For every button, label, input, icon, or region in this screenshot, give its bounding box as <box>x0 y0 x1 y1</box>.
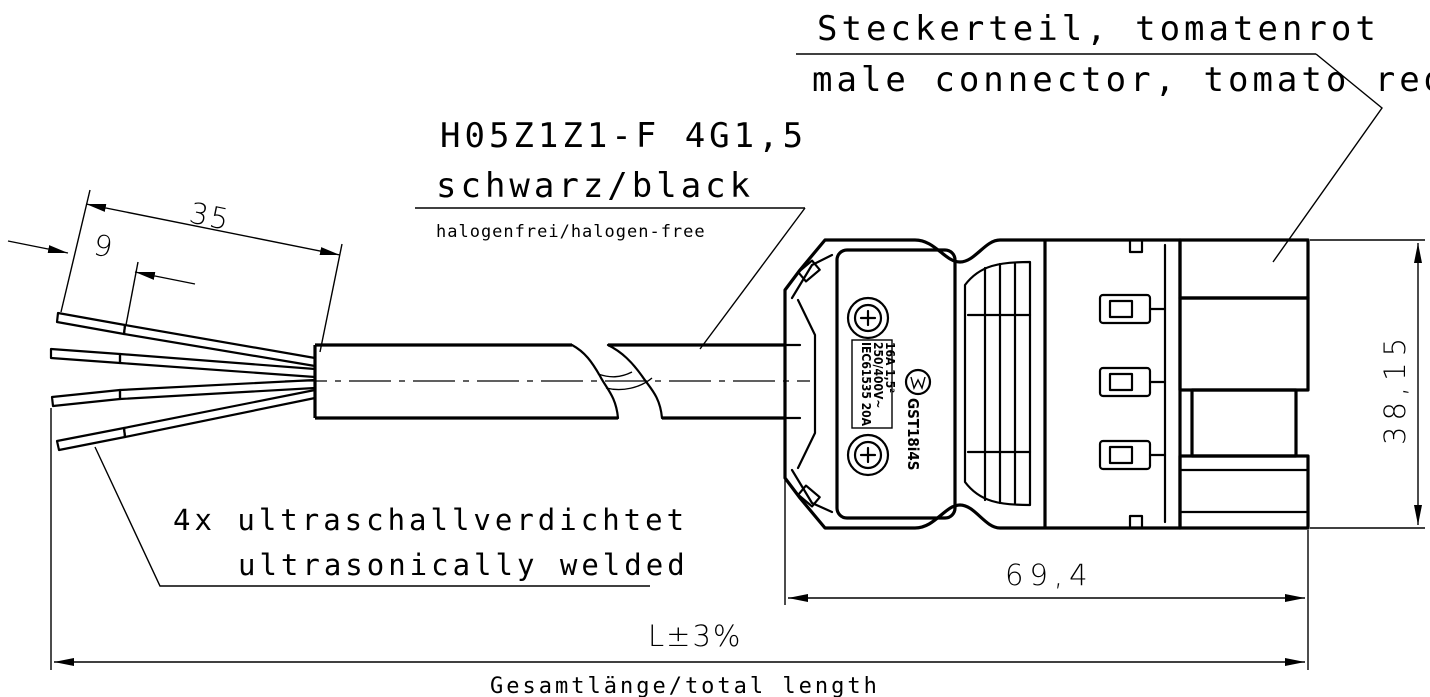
connector-height-dimension: 38,15 <box>1310 239 1425 529</box>
connector-label-de: Steckerteil, tomatenrot <box>817 9 1380 49</box>
connector-length-value: 69,4 <box>1005 558 1094 592</box>
strip-length-value: 35 <box>187 196 234 237</box>
cable-color-label: schwarz/black <box>436 166 754 206</box>
sleeve-length-dimension: 9 <box>7 228 196 326</box>
male-connector: IEC61535 20A 250/400V~ 16A 1,5² GST18i4S <box>783 238 1310 530</box>
total-length-value: L±3% <box>648 619 742 653</box>
welded-label: 4x ultraschallverdichtet ultrasonically … <box>94 446 689 587</box>
cable-label: H05Z1Z1-F 4G1,5 schwarz/black halogenfre… <box>415 116 807 350</box>
welded-label-en: ultrasonically welded <box>238 548 689 582</box>
cable-note-label: halogenfrei/halogen-free <box>436 222 706 242</box>
strip-length-dimension: 35 <box>60 189 343 353</box>
brand-logo-icon <box>904 368 932 396</box>
cable-jacket <box>285 343 810 420</box>
connector-height-value: 38,15 <box>1378 332 1412 445</box>
total-length-label: Gesamtlänge/total length <box>490 674 880 697</box>
connector-label-en: male connector, tomato red <box>812 60 1430 100</box>
welded-label-de: 4x ultraschallverdichtet <box>173 503 688 537</box>
wire-cores <box>49 311 317 452</box>
connector-length-dimension: 69,4 <box>784 480 1309 605</box>
connector-label: Steckerteil, tomatenrot male connector, … <box>796 9 1430 263</box>
rating-line1: IEC61535 20A <box>859 342 873 427</box>
brand-name: GST18i4S <box>904 398 922 471</box>
total-length-dimension: L±3% Gesamtlänge/total length <box>50 408 1309 697</box>
cable-type-label: H05Z1Z1-F 4G1,5 <box>440 116 807 156</box>
rating-line2: 250/400V~ <box>871 342 885 408</box>
rating-line3: 16A 1,5² <box>883 342 897 393</box>
sleeve-length-value: 9 <box>91 228 118 265</box>
contact-pins <box>1098 293 1167 471</box>
